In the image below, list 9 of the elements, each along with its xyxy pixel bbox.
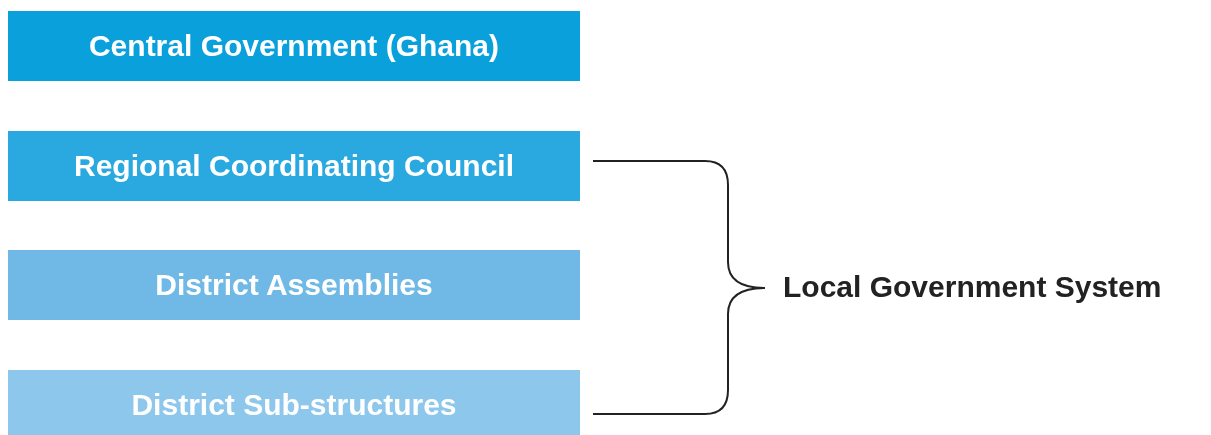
level-title: District Assemblies bbox=[155, 268, 433, 302]
level-title: Central Government (Ghana) bbox=[88, 29, 500, 63]
level-box bbox=[8, 250, 580, 320]
level-title: District Sub-structures bbox=[131, 388, 457, 422]
brace-label: Local Government System bbox=[783, 270, 1162, 304]
level-box bbox=[8, 131, 580, 201]
level-title: Regional Coordinating Council bbox=[74, 149, 514, 183]
level-box bbox=[8, 370, 580, 435]
level-box bbox=[8, 11, 580, 81]
